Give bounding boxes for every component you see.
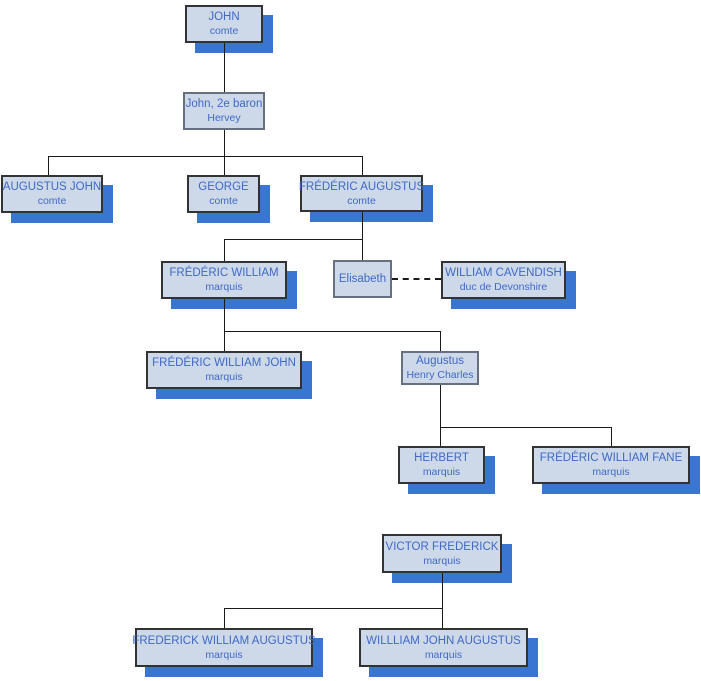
connector-drop-augustus-henry-charles xyxy=(440,331,441,351)
connector-drop-frederick-william-augustus xyxy=(224,608,225,628)
person-title: comte xyxy=(209,25,239,37)
node-willliam-john-augustus: WILLLIAM JOHN AUGUSTUS marquis xyxy=(359,628,528,667)
person-name: Elisabeth xyxy=(338,273,387,285)
connector-frederic-william-down xyxy=(224,299,225,331)
person-name: JOHN xyxy=(208,11,240,23)
person-title: marquis xyxy=(205,371,243,383)
person-title: marquis xyxy=(424,648,463,661)
node-frederic-william-fane: FRÉDÉRIC WILLIAM FANE marquis xyxy=(532,446,690,484)
connector-drop-augustus-john xyxy=(48,156,49,175)
person-title: comte xyxy=(347,194,376,207)
node-frederic-augustus: FRÉDÉRIC AUGUSTUS comte xyxy=(298,175,425,212)
person-name: WILLIAM CAVENDISH xyxy=(445,267,562,279)
connector-john-down xyxy=(224,43,225,92)
person-title: marquis xyxy=(205,281,243,293)
node-frederic-william-john: FRÉDÉRIC WILLIAM JOHN marquis xyxy=(146,351,302,389)
connector-victor-frederick-down xyxy=(442,573,443,628)
connector-drop-frederic-william-john xyxy=(224,331,225,351)
person-title: marquis xyxy=(423,554,461,567)
node-herbert: HERBERT marquis xyxy=(398,446,485,484)
person-name: FRÉDÉRIC WILLIAM FANE xyxy=(539,452,683,464)
connector-gen8-bar xyxy=(224,608,443,609)
connector-gen4-bar xyxy=(224,239,363,240)
connector-augustus-henry-charles-down xyxy=(440,385,441,427)
person-title: comte xyxy=(209,195,238,207)
node-elisabeth: Elisabeth xyxy=(333,260,392,298)
person-name: VICTOR FREDERICK xyxy=(385,540,499,553)
node-augustus-henry-charles: Augustus Henry Charles xyxy=(401,351,479,385)
person-name: GEORGE xyxy=(198,181,249,193)
person-title: marquis xyxy=(592,466,630,478)
person-name: AUGUSTUS JOHN xyxy=(2,181,102,193)
node-victor-frederick: VICTOR FREDERICK marquis xyxy=(382,534,502,573)
person-title: comte xyxy=(37,195,67,207)
connector-drop-frederic-augustus xyxy=(362,156,363,175)
person-title: duc de Devonshire xyxy=(459,281,548,293)
connector-drop-george xyxy=(224,156,225,175)
person-title: Hervey xyxy=(207,112,241,124)
person-name: FRÉDÉRIC WILLIAM xyxy=(169,267,279,279)
person-name: FREDERICK WILLIAM AUGUSTUS xyxy=(132,634,316,647)
person-name: WILLLIAM JOHN AUGUSTUS xyxy=(366,634,521,647)
connector-gen5-bar xyxy=(224,331,441,332)
person-name: FRÉDÉRIC AUGUSTUS xyxy=(298,180,425,193)
person-name: John, 2e baron xyxy=(185,98,263,110)
node-john: JOHN comte xyxy=(185,5,263,43)
connector-drop-frederic-william xyxy=(224,239,225,261)
person-name: FRÉDÉRIC WILLIAM JOHN xyxy=(152,357,296,369)
node-john-2e-baron-hervey: John, 2e baron Hervey xyxy=(183,92,265,130)
connector-drop-herbert xyxy=(440,427,441,446)
person-title: marquis xyxy=(422,466,461,478)
connector-gen6-bar xyxy=(440,427,612,428)
node-william-cavendish: WILLIAM CAVENDISH duc de Devonshire xyxy=(441,261,566,299)
person-name: HERBERT xyxy=(414,452,469,464)
person-name-line2: Henry Charles xyxy=(406,369,474,381)
node-george: GEORGE comte xyxy=(187,175,260,213)
connector-drop-elisabeth xyxy=(362,239,363,260)
node-frederic-william: FRÉDÉRIC WILLIAM marquis xyxy=(161,261,287,299)
person-name: Augustus xyxy=(416,355,464,367)
connector-baron-down xyxy=(224,130,225,156)
connector-frederic-augustus-down xyxy=(362,212,363,239)
connector-gen3-bar xyxy=(48,156,363,157)
marriage-dashed-line xyxy=(392,278,441,280)
person-title: marquis xyxy=(205,648,243,661)
node-frederick-william-augustus: FREDERICK WILLIAM AUGUSTUS marquis xyxy=(132,628,316,667)
node-augustus-john: AUGUSTUS JOHN comte xyxy=(1,175,103,213)
connector-drop-frederic-william-fane xyxy=(611,427,612,446)
